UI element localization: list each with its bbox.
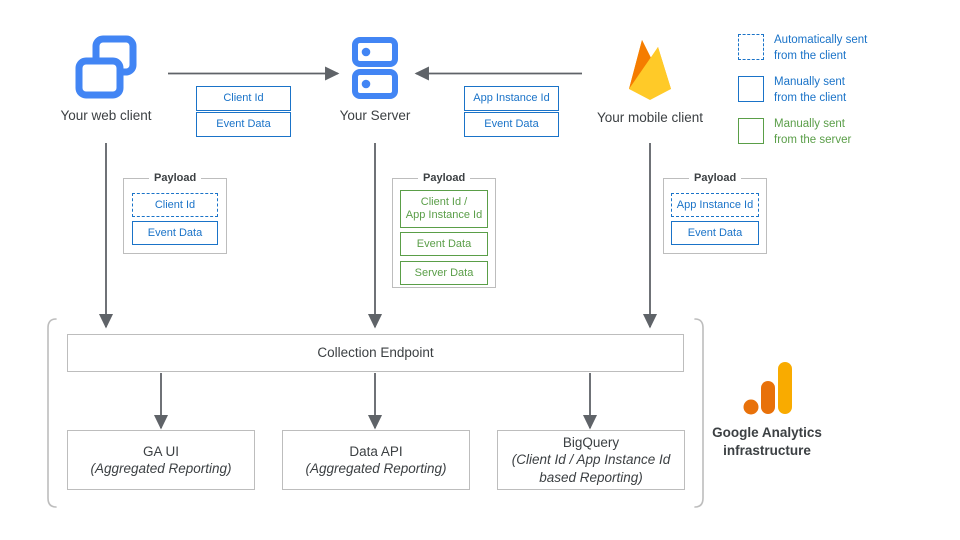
web-client-label: Your web client — [60, 108, 152, 123]
destination-data-api-title: Data API — [349, 443, 403, 459]
destination-ga-ui-subtitle: (Aggregated Reporting) — [90, 461, 232, 476]
server-payload-title: Payload — [418, 172, 470, 184]
infrastructure-label: Google Analytics infrastructure — [712, 425, 822, 458]
web-payload-item-client-id: Client Id — [132, 193, 218, 217]
transport-chip-client-id: Client Id — [196, 86, 291, 111]
destination-data-api-subtitle: (Aggregated Reporting) — [305, 461, 447, 476]
legend-manual-client-line2: from the client — [774, 91, 847, 104]
server-payload-item-server-data: Server Data — [400, 261, 488, 285]
legend-item-auto-client: Automatically sent from the client — [738, 33, 938, 67]
destination-bigquery-subtitle: (Client Id / App Instance Id based Repor… — [511, 452, 671, 485]
mobile-payload-title: Payload — [689, 172, 741, 184]
legend-auto-client-line2: from the client — [774, 49, 847, 62]
legend-swatch-solid-green — [738, 118, 764, 144]
legend-item-manual-client: Manually sent from the client — [738, 75, 938, 109]
collection-endpoint-label: Collection Endpoint — [317, 345, 434, 361]
browser-windows-icon — [75, 35, 137, 99]
mobile-client-label: Your mobile client — [596, 110, 704, 125]
legend-auto-client-line1: Automatically sent — [774, 34, 868, 46]
transport-chip-app-instance-id: App Instance Id — [464, 86, 559, 111]
server-label: Your Server — [339, 108, 411, 123]
collection-endpoint-box: Collection Endpoint — [67, 334, 684, 372]
destination-data-api: Data API (Aggregated Reporting) — [282, 430, 470, 490]
legend-manual-server-line2: from the server — [774, 133, 852, 146]
transport-chip-event-data-web: Event Data — [196, 112, 291, 137]
destination-bigquery: BigQuery (Client Id / App Instance Id ba… — [497, 430, 685, 490]
destination-ga-ui-title: GA UI — [142, 443, 179, 459]
legend-item-manual-server: Manually sent from the server — [738, 117, 938, 151]
firebase-flame-icon — [629, 40, 671, 100]
server-payload-item-id: Client Id / App Instance Id — [400, 190, 488, 228]
server-stack-icon — [352, 37, 398, 99]
transport-chip-event-data-mobile: Event Data — [464, 112, 559, 137]
web-payload-item-event-data: Event Data — [132, 221, 218, 245]
mobile-payload-item-app-instance-id: App Instance Id — [671, 193, 759, 217]
bracket-right — [694, 318, 704, 508]
google-analytics-logo — [743, 362, 792, 415]
web-payload-title: Payload — [149, 172, 201, 184]
legend-swatch-dashed-blue — [738, 34, 764, 60]
mobile-payload-item-event-data: Event Data — [671, 221, 759, 245]
destination-bigquery-title: BigQuery — [562, 435, 620, 451]
legend-swatch-solid-blue — [738, 76, 764, 102]
legend-manual-client-line1: Manually sent — [774, 76, 845, 88]
server-payload-item-event-data: Event Data — [400, 232, 488, 256]
destination-ga-ui: GA UI (Aggregated Reporting) — [67, 430, 255, 490]
legend-manual-server-line1: Manually sent — [774, 118, 845, 130]
bracket-left — [47, 318, 57, 508]
